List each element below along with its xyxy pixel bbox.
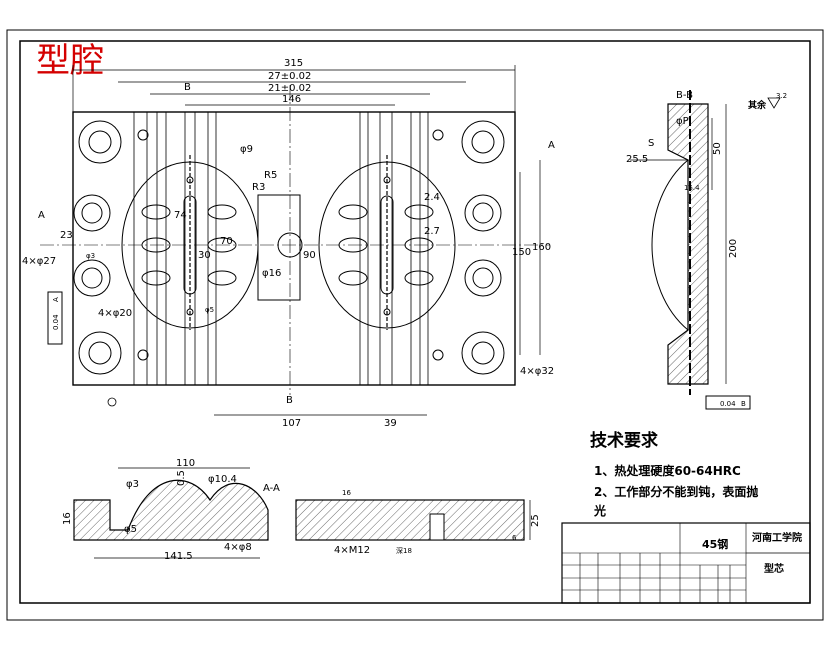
section-bb-curve	[651, 159, 689, 331]
roughness-symbol	[767, 97, 781, 109]
dim-30: 30	[198, 250, 211, 261]
dim-16: 16	[62, 512, 73, 525]
section-bb-label: B-B	[676, 90, 693, 101]
section-aa-right-body	[295, 499, 525, 541]
bb-flatness-ref: B	[741, 400, 746, 408]
top-view: 315 27±0.02 21±0.02 146 107 39 23 150 16…	[22, 58, 555, 429]
dim-aa-rough: 16	[342, 489, 351, 497]
dim-depth: 深18	[396, 546, 412, 555]
dim-hole-left: 4×φ27	[22, 256, 56, 267]
flatness-ref: A	[52, 297, 60, 302]
dim-141-5: 141.5	[164, 551, 193, 562]
dim-phi3: φ3	[86, 252, 95, 260]
title-school: 河南工学院	[752, 531, 802, 544]
dim-aa-phi3: φ3	[126, 479, 139, 490]
datum-marker	[107, 397, 117, 407]
tech-line-1: 1、热处理硬度60-64HRC	[594, 463, 741, 478]
inner-border	[19, 40, 811, 604]
dim-200: 200	[728, 239, 739, 258]
title-part: 型芯	[764, 562, 784, 575]
dim-70: 70	[220, 236, 233, 247]
dim-24: 2.4	[424, 192, 440, 203]
dim-inner-2: 21±0.02	[268, 83, 311, 94]
section-b-top: B	[184, 82, 191, 93]
dim-25-5: 25.5	[626, 154, 648, 165]
dim-150: 150	[512, 247, 531, 258]
dim-overall-width: 315	[284, 58, 303, 69]
dim-74: 74	[174, 210, 187, 221]
plate-outline	[72, 111, 516, 386]
outer-border	[6, 29, 824, 621]
section-b-bottom: B	[286, 395, 293, 406]
flatness-value: 0.04	[52, 314, 60, 330]
section-aa-label: A-A	[263, 483, 280, 494]
section-aa-left-body	[73, 479, 269, 541]
bb-flatness-frame	[705, 395, 751, 410]
bb-flatness-value: 0.04	[720, 400, 736, 408]
section-bb-body	[667, 103, 709, 385]
dim-aa-phi5: φ5	[124, 524, 137, 535]
dim-4phi8: 4×φ8	[224, 542, 252, 553]
roughness-value: 3.2	[776, 92, 787, 100]
dim-s: S	[648, 138, 654, 149]
section-a-left: A	[38, 210, 45, 221]
dim-r3: R3	[252, 182, 265, 193]
dim-left-23: 23	[60, 230, 73, 241]
dim-phi16: φ16	[262, 268, 281, 279]
dim-110: 110	[176, 458, 195, 469]
dim-m12: 4×M12	[334, 545, 370, 556]
dim-27: 2.7	[424, 226, 440, 237]
dim-r5: R5	[264, 170, 277, 181]
dim-15-4: 15.4	[684, 184, 700, 192]
dim-90: 90	[303, 250, 316, 261]
title-material: 45钢	[702, 537, 728, 551]
roughness-note: 其余	[748, 99, 767, 111]
dim-50: 50	[712, 142, 723, 155]
tech-line-2b: 光	[593, 503, 606, 518]
dim-phi-p: φP	[676, 116, 689, 127]
section-bb: B-B 其余 3.2 φP S 25.5 50 200 15.4 0.04 B	[626, 90, 787, 410]
section-aa: A-A 110 16 φ3 φ5 φ10.4 0.5 4×φ8 141.5 4×…	[62, 458, 541, 562]
tech-requirements: 技术要求 1、热处理硬度60-64HRC 2、工作部分不能到钝，表面抛 光	[590, 430, 758, 518]
tech-heading: 技术要求	[590, 430, 658, 451]
dim-bottom-2: 39	[384, 418, 397, 429]
dim-aa-25: 25	[530, 514, 541, 527]
dim-inner-1: 27±0.02	[268, 71, 311, 82]
threaded-hole	[429, 513, 445, 541]
dim-bottom-1: 107	[282, 418, 301, 429]
dim-aa-6: 6	[512, 534, 517, 542]
dim-160: 160	[532, 242, 551, 253]
flatness-frame	[47, 291, 63, 345]
dim-inner-3: 146	[282, 94, 301, 105]
dim-phi9: φ9	[240, 144, 253, 155]
section-a-right: A	[548, 140, 555, 151]
tech-line-2a: 2、工作部分不能到钝，表面抛	[594, 484, 758, 499]
dim-hole-20: 4×φ20	[98, 308, 132, 319]
dim-0-5: 0.5	[176, 470, 187, 486]
drawing-title: 型腔	[36, 41, 104, 81]
dim-phi5: φ5	[205, 306, 214, 314]
dim-phi10: φ10.4	[208, 474, 237, 485]
title-block: 45钢 河南工学院 型芯	[561, 522, 811, 604]
dim-hole-corner: 4×φ32	[520, 366, 554, 377]
